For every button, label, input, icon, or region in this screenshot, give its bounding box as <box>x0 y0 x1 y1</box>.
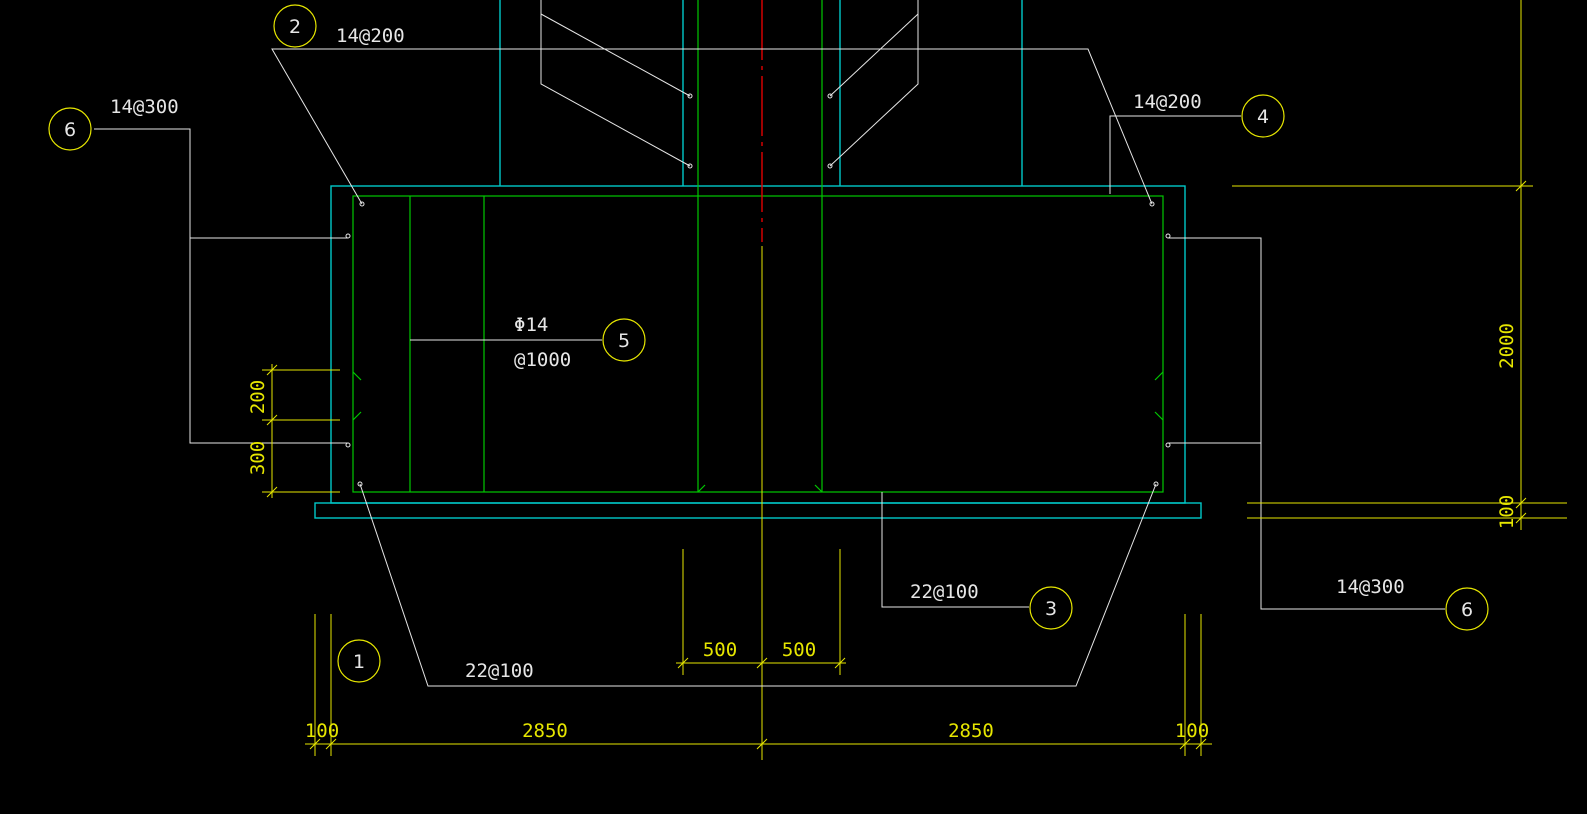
rebar-dot <box>345 442 351 448</box>
marker-3-circle <box>1029 586 1073 630</box>
dim-tick <box>1515 180 1527 192</box>
rebar-dot <box>359 201 365 207</box>
dim-tick <box>1515 512 1527 524</box>
side-tick-r1 <box>1154 371 1164 381</box>
dim-edge-right: 100 <box>1175 720 1209 742</box>
marker-2: 2 <box>289 16 301 38</box>
rebar-dot <box>1165 233 1171 239</box>
dim-col-left: 500 <box>703 639 737 661</box>
leader-lines <box>94 0 1445 687</box>
dim-col-right: 500 <box>782 639 816 661</box>
footing-body <box>330 185 1186 504</box>
concrete-outline <box>314 0 1202 519</box>
rebar-dot <box>827 93 833 99</box>
hook-br <box>814 484 823 493</box>
hook-bl <box>697 484 706 493</box>
marker-4: 4 <box>1257 106 1269 128</box>
dim-tick <box>309 738 321 750</box>
side-tick-l1 <box>352 371 362 381</box>
rebar-dot <box>357 481 363 487</box>
leader-bar3 <box>881 492 1029 608</box>
dimension-text: 100 2850 2850 100 500 500 200 300 2000 1… <box>247 323 1518 742</box>
rebar-dot <box>1153 481 1159 487</box>
bend-bar-right-top <box>829 13 919 97</box>
leader-bar6-right <box>1168 237 1445 610</box>
dim-tick <box>1515 497 1527 509</box>
dim-tick <box>266 414 278 426</box>
dim-height-2000: 2000 <box>1496 323 1518 369</box>
label-bar5-dia: Φ14 <box>514 314 548 336</box>
dim-tick <box>266 364 278 376</box>
dim-tick <box>834 657 846 669</box>
bend-bar-right <box>829 0 919 167</box>
dim-half-right: 2850 <box>948 720 994 742</box>
dim-tick <box>1195 738 1207 750</box>
side-tick-r2 <box>1154 411 1164 421</box>
marker-6-left: 6 <box>64 119 76 141</box>
marker-labels: 1 2 3 4 5 6 6 <box>64 16 1473 673</box>
marker-4-circle <box>1241 94 1285 138</box>
leader-bar4 <box>1109 115 1241 194</box>
dimension-lines <box>262 0 1567 756</box>
rebar-dot <box>687 93 693 99</box>
dim-edge-left: 100 <box>305 720 339 742</box>
label-bar5-spacing: @1000 <box>514 349 571 371</box>
leader-bar1 <box>359 483 1157 687</box>
dim-tick <box>756 738 768 750</box>
label-bar6-left: 14@300 <box>110 96 179 118</box>
main-rebar-loop <box>352 195 1164 493</box>
rebar-dot <box>1149 201 1155 207</box>
markers <box>48 4 1489 683</box>
leader-bar2 <box>271 48 1153 205</box>
dim-half-left: 2850 <box>522 720 568 742</box>
marker-6-right-circle <box>1445 587 1489 631</box>
marker-1-circle <box>337 639 381 683</box>
side-tick-l2 <box>352 411 362 421</box>
label-bar2: 14@200 <box>336 25 405 47</box>
rebar-dot <box>827 163 833 169</box>
label-bar4: 14@200 <box>1133 91 1202 113</box>
dim-tick <box>266 486 278 498</box>
marker-2-circle <box>273 4 317 48</box>
dim-tick <box>756 657 768 669</box>
dim-tick <box>1179 738 1191 750</box>
rebar-cage <box>352 0 1164 493</box>
rebar-dot <box>345 233 351 239</box>
rebar-text: 14@200 14@300 14@200 Φ14 @1000 22@100 22… <box>110 25 1405 682</box>
dim-side-300: 300 <box>247 441 269 475</box>
marker-6-right: 6 <box>1461 599 1473 621</box>
dim-height-100: 100 <box>1496 495 1518 529</box>
label-bar1: 22@100 <box>465 660 534 682</box>
rebar-dot <box>1165 442 1171 448</box>
marker-5-circle <box>602 318 646 362</box>
marker-5: 5 <box>618 330 630 352</box>
marker-3: 3 <box>1045 598 1057 620</box>
rebar-dot <box>687 163 693 169</box>
label-bar3: 22@100 <box>910 581 979 603</box>
leader-bar6-left <box>94 128 348 444</box>
bend-bar-left <box>540 0 691 167</box>
marker-6-left-circle <box>48 107 92 151</box>
dim-tick <box>677 657 689 669</box>
label-bar6-right: 14@300 <box>1336 576 1405 598</box>
marker-1: 1 <box>353 651 365 673</box>
bend-bar-left-top <box>540 13 691 97</box>
dim-side-200: 200 <box>247 380 269 414</box>
dim-tick <box>325 738 337 750</box>
blinding-layer <box>314 502 1202 519</box>
